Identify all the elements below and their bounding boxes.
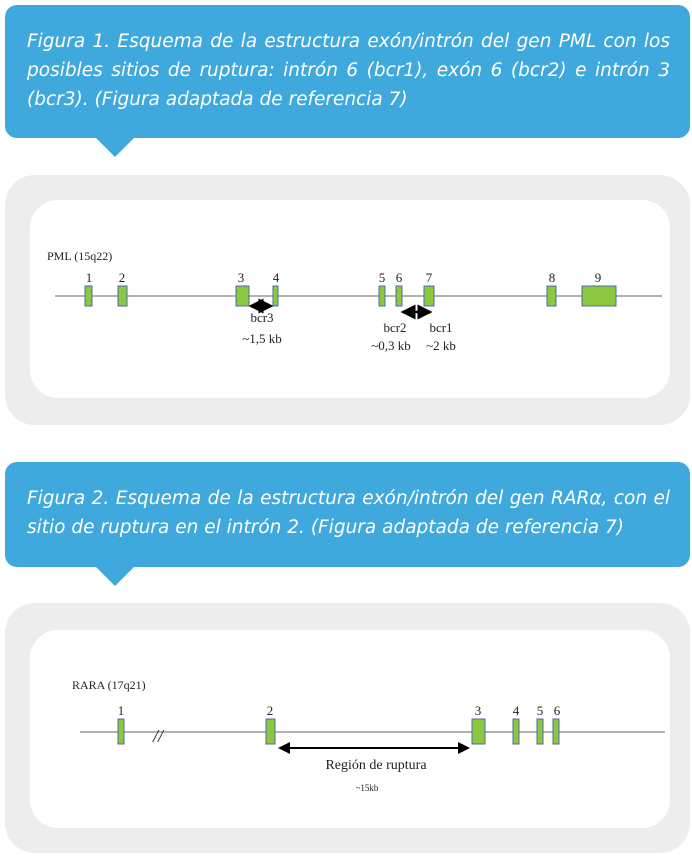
pml-exon-label: 2 <box>119 270 126 285</box>
pml-exon-label: 1 <box>86 270 93 285</box>
break-symbol: // <box>152 726 165 746</box>
rara-exon-6 <box>552 718 560 745</box>
break-region-size: ~15kb <box>356 783 379 793</box>
pml-exon-4 <box>272 285 279 307</box>
pml-exon-label: 7 <box>426 270 433 285</box>
pml-exon-6 <box>395 285 403 307</box>
bcr1-size: ~2 kb <box>426 338 456 353</box>
pml-gene-label: PML (15q22) <box>47 249 112 263</box>
rara-exon-label: 6 <box>554 703 561 718</box>
rara-exon-label: 5 <box>537 703 544 718</box>
pml-exon-5 <box>378 285 386 307</box>
bcr2-size: ~0,3 kb <box>371 338 411 353</box>
pml-exon-3 <box>235 285 250 307</box>
bcr2-label: bcr2 <box>383 320 406 335</box>
pml-exon-2 <box>117 285 128 307</box>
rara-exon-label: 3 <box>475 703 482 718</box>
rara-exon-4 <box>512 718 520 745</box>
pml-exon-label: 3 <box>238 270 245 285</box>
callout-pointer <box>95 137 135 157</box>
rara-exons <box>117 718 560 745</box>
break-region-label: Región de ruptura <box>325 758 427 773</box>
rara-exon-label: 2 <box>267 703 274 718</box>
pml-exon-label: 5 <box>379 270 386 285</box>
pml-exon-label: 8 <box>549 270 556 285</box>
rara-exon-1 <box>117 718 125 745</box>
bcr3-label: bcr3 <box>250 310 273 325</box>
bcr3-size: ~1,5 kb <box>242 331 282 346</box>
rara-exon-3 <box>471 718 486 745</box>
pml-exon-8 <box>546 285 557 307</box>
pml-exons <box>84 285 617 307</box>
pml-exon-1 <box>84 285 93 307</box>
figure-1-caption: Figura 1. Esquema de la estructura exón/… <box>27 31 670 110</box>
figure-2-caption-callout: Figura 2. Esquema de la estructura exón/… <box>5 462 690 567</box>
callout-pointer <box>95 566 135 586</box>
pml-exon-label: 4 <box>273 270 280 285</box>
bcr1-label: bcr1 <box>429 320 452 335</box>
rara-exon-label: 1 <box>118 703 125 718</box>
figure-2-caption: Figura 2. Esquema de la estructura exón/… <box>27 488 670 538</box>
pml-exon-label: 6 <box>396 270 403 285</box>
rara-exon-5 <box>536 718 544 745</box>
pml-exon-label: 9 <box>595 270 602 285</box>
figure-1-caption-callout: Figura 1. Esquema de la estructura exón/… <box>5 5 690 138</box>
rara-exon-label: 4 <box>513 703 520 718</box>
rara-exon-2 <box>265 718 276 745</box>
pml-exon-9 <box>581 285 617 307</box>
rara-gene-label: RARA (17q21) <box>72 678 146 692</box>
